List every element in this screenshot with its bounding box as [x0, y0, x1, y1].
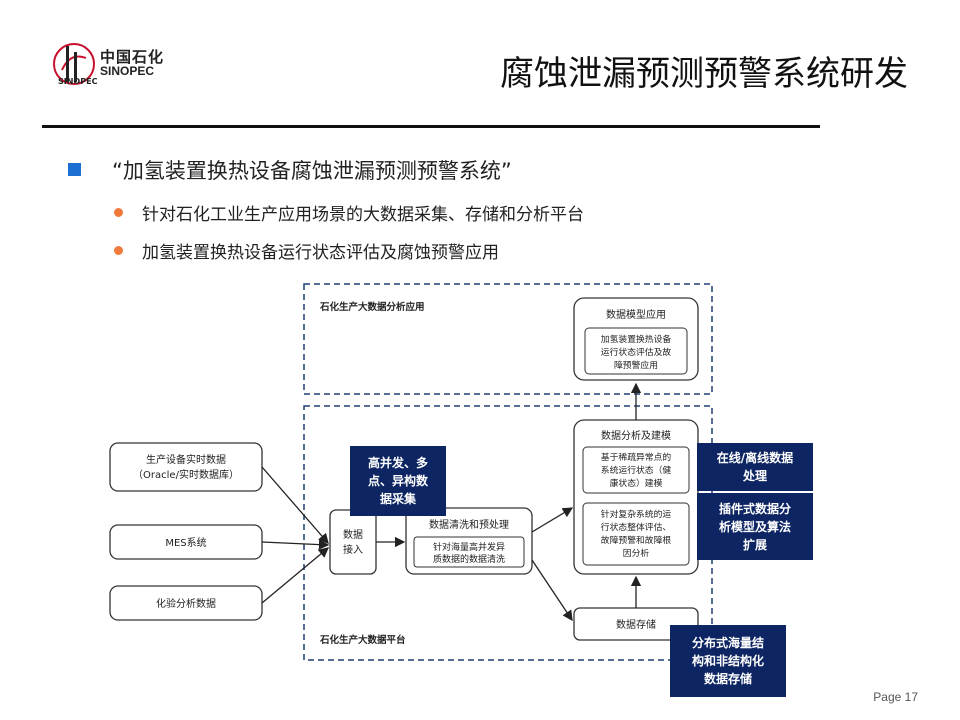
analysis-box1-line1: 基于稀疏异常点的 [601, 451, 672, 463]
source-realtime-line2: （Oracle/实时数据库） [133, 468, 239, 481]
main-bullet-text: “加氢装置换热设备腐蚀泄漏预测预警系统” [112, 159, 512, 183]
analysis-title: 数据分析及建模 [601, 429, 671, 442]
clean-inner-line1: 针对海量高并发异 [433, 541, 505, 553]
analysis-box2-line3: 故障预警和故障根 [601, 534, 672, 546]
model-app-line1: 加氢装置换热设备 [601, 333, 672, 345]
analysis-box1-line2: 系统运行状态（健 [601, 464, 672, 476]
arrow-clean-analysis [531, 507, 574, 533]
source-mes-label: MES系统 [165, 536, 206, 549]
clean-inner-box [413, 536, 525, 568]
logo-chinese-name: 中国石化 [100, 48, 165, 66]
analysis-box1-line3: 康状态）建模 [610, 477, 663, 489]
logo-english-name: SINOPEC [100, 64, 155, 78]
model-app-line3: 障预警应用 [614, 359, 658, 371]
arrow-clean-storage [531, 559, 573, 622]
bullet-dot-icon [114, 246, 123, 255]
model-app-title: 数据模型应用 [606, 308, 666, 321]
bullet-dot-icon [114, 208, 123, 217]
arrow-realtime-ingest [261, 466, 329, 544]
region-platform-label: 石化生产大数据平台 [319, 634, 406, 646]
callout-online: 在线/离线数据 处理 [697, 443, 813, 491]
region-analysis-app [303, 283, 713, 395]
clean-title: 数据清洗和预处理 [429, 518, 509, 531]
analysis-box2-line2: 行状态整体评估、 [601, 521, 671, 533]
region-app-label: 石化生产大数据分析应用 [319, 301, 425, 313]
title-divider [42, 125, 820, 128]
sinopec-logo-icon: SINOPEC [53, 43, 98, 86]
callout-collect: 高并发、多 点、异构数 据采集 [350, 446, 446, 516]
page-title: 腐蚀泄漏预测预警系统研发 [500, 54, 908, 94]
clean-inner-line2: 质数据的数据清洗 [433, 553, 505, 565]
ingest-line2: 接入 [343, 543, 363, 556]
model-app-inner-box [584, 327, 688, 375]
ingest-box [329, 509, 377, 575]
source-realtime-line1: 生产设备实时数据 [146, 453, 226, 466]
analysis-box2-line1: 针对复杂系统的运 [601, 508, 672, 520]
analysis-inner-box-2 [582, 502, 690, 566]
square-bullet-icon [68, 163, 81, 176]
page-number: Page 17 [873, 690, 918, 704]
logo-mark-text: SINOPEC [58, 77, 98, 86]
sub-bullet-2: 加氢装置换热设备运行状态评估及腐蚀预警应用 [142, 243, 499, 263]
source-lab-label: 化验分析数据 [156, 597, 216, 610]
callout-plugin: 插件式数据分 析模型及算法 扩展 [697, 493, 813, 560]
model-app-line2: 运行状态评估及故 [601, 346, 672, 358]
analysis-inner-box-1 [582, 446, 690, 494]
analysis-box2-line4: 因分析 [623, 547, 650, 559]
callout-storage: 分布式海量结 构和非结构化 数据存储 [670, 625, 786, 697]
arrow-lab-ingest [261, 547, 329, 604]
source-box-realtime [109, 442, 263, 492]
ingest-line1: 数据 [343, 528, 363, 541]
sub-bullet-1: 针对石化工业生产应用场景的大数据采集、存储和分析平台 [142, 205, 584, 225]
storage-label: 数据存储 [616, 618, 656, 631]
arrow-mes-ingest [261, 539, 330, 550]
